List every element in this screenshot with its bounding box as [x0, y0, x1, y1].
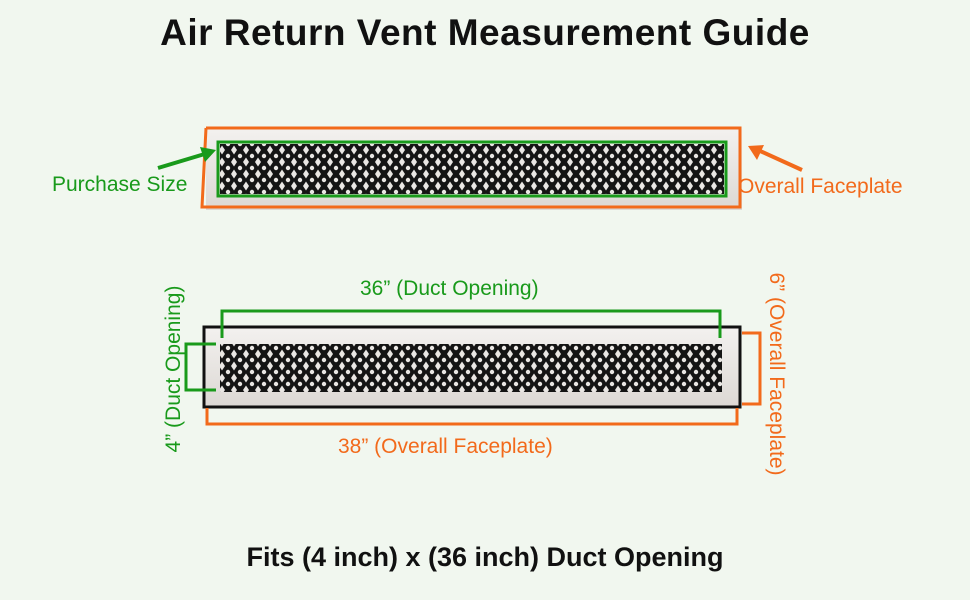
purchase-size-arrow: [157, 147, 216, 170]
top-faceplate-outline: [200, 126, 742, 209]
height-faceplate-bracket: [742, 331, 762, 406]
top-vent: [157, 126, 803, 210]
overall-faceplate-label: Overall Faceplate: [738, 175, 903, 198]
footer-caption: Fits (4 inch) x (36 inch) Duct Opening: [246, 542, 724, 572]
width-faceplate-label: 38” (Overall Faceplate): [338, 435, 553, 458]
page-title: Air Return Vent Measurement Guide: [160, 12, 810, 53]
top-vent-grille: [220, 144, 724, 194]
overall-faceplate-arrow: [748, 145, 803, 172]
width-duct-bracket: [220, 309, 722, 338]
bottom-vent-grille: [220, 344, 722, 392]
top-purchase-size-outline: [216, 140, 728, 198]
purchase-size-label: Purchase Size: [52, 173, 188, 196]
height-faceplate-label: 6” (Overall Faceplate): [765, 272, 788, 476]
height-duct-bracket: [184, 342, 216, 392]
width-duct-label: 36” (Duct Opening): [360, 277, 539, 300]
width-faceplate-bracket: [205, 408, 739, 426]
bottom-vent: [184, 309, 762, 426]
height-duct-label: 4” (Duct Opening): [162, 285, 185, 453]
